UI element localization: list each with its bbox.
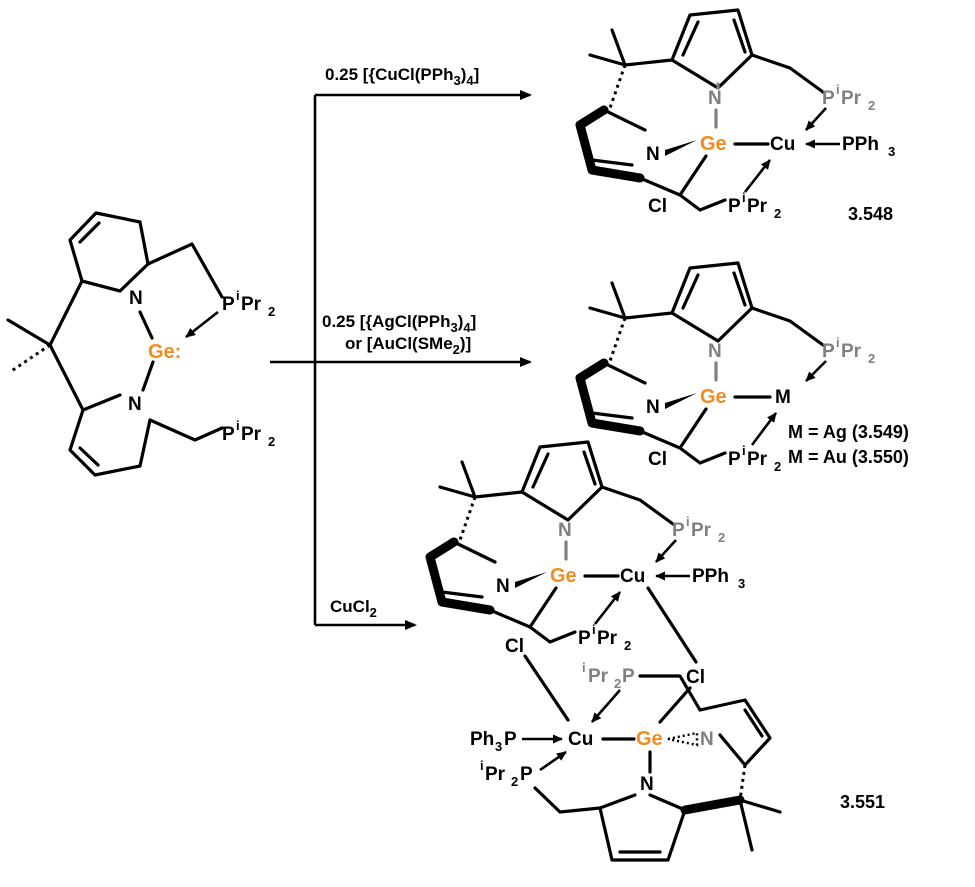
atom-N-551-lower: N [640,774,654,795]
svg-text:Pr: Pr [691,520,712,541]
atom-Cu-548: Cu [770,134,795,155]
svg-text:P: P [578,628,591,649]
svg-text:Pr: Pr [241,424,262,445]
compound-3548-label: 3.548 [848,204,893,224]
atom-N-lower: N [128,394,142,415]
atom-Ge-549: Ge [700,386,727,408]
svg-text:Pr: Pr [747,196,768,217]
svg-text:i: i [582,660,586,675]
atom-Ge-548: Ge [700,133,727,155]
svg-text:Pr: Pr [485,764,506,785]
svg-text:P: P [520,764,533,785]
svg-text:P: P [672,520,685,541]
product-3551: N P i Pr 2 N Ge Cu PPh 3 P [425,440,885,862]
svg-text:2: 2 [624,638,631,653]
svg-text:N: N [646,397,660,418]
svg-text:3: 3 [888,144,895,159]
svg-text:2: 2 [774,459,781,474]
svg-text:Pr: Pr [597,628,618,649]
svg-text:Pr: Pr [588,666,609,687]
svg-text:2: 2 [614,676,621,691]
svg-text:P: P [822,341,835,362]
condition-ag: 0.25 [{AgCl(PPh3)4] [322,312,476,335]
svg-text:N: N [496,576,510,597]
svg-text:Cl: Cl [648,449,667,470]
svg-text:Pr: Pr [241,294,262,315]
svg-text:i: i [592,622,596,637]
atom-Cl-548: Cl [648,196,667,217]
atom-Cu-551-upper: Cu [620,566,645,587]
atom-Ge-start: Ge: [148,341,181,363]
compound-3550-label: M = Au (3.550) [788,447,909,467]
svg-text:P: P [728,449,741,470]
svg-text:i: i [480,758,484,773]
atom-N-back: N [708,88,722,109]
atom-N-upper: N [129,288,143,309]
condition-au: or [AuCl(SMe2)] [345,334,471,357]
svg-text:i: i [236,288,240,303]
svg-text:Ph: Ph [470,729,494,750]
svg-text:PPh: PPh [842,134,879,155]
product-3548: N P i Pr 2 N Ge Cu PPh 3 P i Pr 2 [575,8,895,224]
svg-text:2: 2 [868,98,875,113]
starting-germylene: N P i Pr 2 Ge: N P i Pr 2 [6,211,275,477]
svg-text:3: 3 [495,739,502,754]
condition-cucl2: CuCl2 [330,597,377,620]
atom-M: M [775,387,791,408]
svg-text:i: i [836,335,840,350]
atom-Cu-551-lower: Cu [568,729,593,750]
atom-P-lower: P [222,424,235,445]
atom-Cl-bridge-left: Cl [505,636,524,657]
condition-cu: 0.25 [{CuCl(PPh3)4] [325,65,479,88]
svg-text:P: P [504,729,517,750]
svg-text:i: i [742,190,746,205]
atom-Cl-bridge-right: Cl [686,667,705,688]
atom-Ge-551-lower: Ge [636,728,663,750]
svg-text:i: i [742,443,746,458]
svg-text:PPh: PPh [692,566,729,587]
atom-P-upper: P [222,294,235,315]
svg-text:N: N [700,729,714,750]
svg-text:i: i [686,514,690,529]
svg-text:Pr: Pr [841,88,862,109]
svg-text:2: 2 [718,530,725,545]
compound-3551-label: 3.551 [840,792,885,812]
svg-text:i: i [236,418,240,433]
svg-text:P: P [728,196,741,217]
svg-text:P: P [822,88,835,109]
svg-text:Pr: Pr [747,449,768,470]
svg-text:2: 2 [774,206,781,221]
svg-text:Pr: Pr [841,341,862,362]
atom-Ge-551-upper: Ge [550,565,577,587]
svg-text:2: 2 [268,304,275,319]
svg-text:2: 2 [511,774,518,789]
svg-text:P: P [622,666,635,687]
atom-N-front: N [646,144,660,165]
svg-text:N: N [558,520,572,541]
svg-text:2: 2 [268,434,275,449]
reaction-arrows [270,90,532,630]
product-3549-3550: N P i Pr 2 N Ge M P i Pr 2 Cl M = Ag (3.… [575,261,909,474]
svg-text:2: 2 [868,351,875,366]
compound-3549-label: M = Ag (3.549) [788,422,909,442]
svg-text:N: N [708,341,722,362]
svg-text:3: 3 [738,576,745,591]
svg-text:i: i [836,82,840,97]
